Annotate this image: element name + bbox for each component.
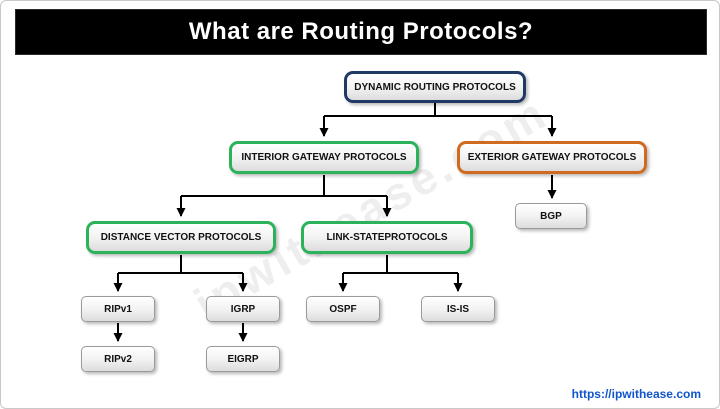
node-link-state-protocols: LINK-STATEPROTOCOLS: [301, 221, 473, 254]
node-eigrp: EIGRP: [206, 346, 280, 372]
node-igrp: IGRP: [206, 296, 280, 322]
node-exterior-gateway-protocols: EXTERIOR GATEWAY PROTOCOLS: [457, 141, 647, 174]
node-ripv2: RIPv2: [81, 346, 155, 372]
node-label: RIPv2: [104, 353, 132, 365]
footer-site-link[interactable]: https://ipwithease.com: [571, 387, 701, 401]
node-label: OSPF: [329, 303, 357, 315]
node-dynamic-routing-protocols: DYNAMIC ROUTING PROTOCOLS: [344, 71, 526, 103]
node-label: EXTERIOR GATEWAY PROTOCOLS: [467, 152, 637, 163]
node-bgp: BGP: [515, 203, 587, 229]
node-label: IGRP: [230, 303, 256, 315]
node-label: LINK-STATEPROTOCOLS: [326, 232, 448, 243]
page-title: What are Routing Protocols?: [188, 18, 534, 45]
node-label: DISTANCE VECTOR PROTOCOLS: [100, 232, 262, 243]
node-label: INTERIOR GATEWAY PROTOCOLS: [241, 152, 407, 163]
node-ripv1: RIPv1: [81, 296, 155, 322]
node-label: BGP: [540, 210, 562, 222]
node-label: EIGRP: [227, 353, 259, 365]
node-interior-gateway-protocols: INTERIOR GATEWAY PROTOCOLS: [229, 141, 419, 174]
node-is-is: IS-IS: [421, 296, 495, 322]
node-ospf: OSPF: [306, 296, 380, 322]
title-bar: What are Routing Protocols?: [15, 9, 707, 55]
node-distance-vector-protocols: DISTANCE VECTOR PROTOCOLS: [86, 221, 276, 254]
node-label: IS-IS: [446, 303, 470, 315]
node-label: DYNAMIC ROUTING PROTOCOLS: [354, 81, 516, 93]
node-label: RIPv1: [104, 303, 132, 315]
